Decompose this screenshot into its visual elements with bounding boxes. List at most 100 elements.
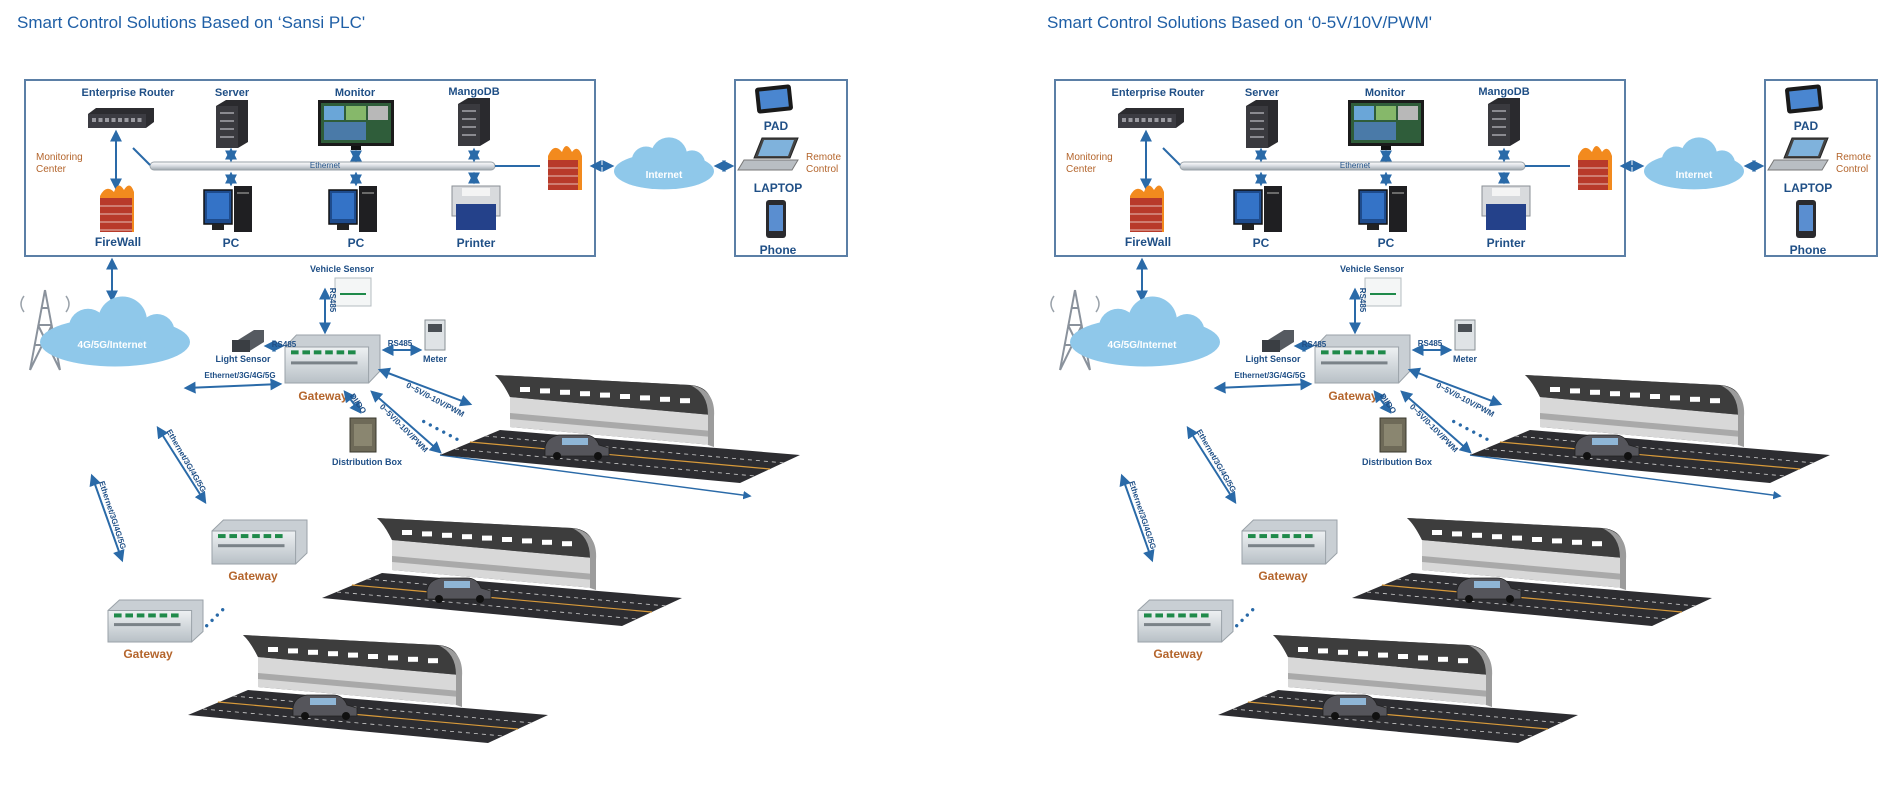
server-label: Server [215, 87, 250, 99]
laptop-icon [737, 137, 799, 171]
monitoring-center-label-1: Monitoring [36, 152, 83, 163]
ethernet-diag-label-1: Ethernet/3G/4G/5G [1194, 428, 1237, 494]
car-icon [292, 694, 358, 720]
firewall-label: FireWall [95, 235, 141, 249]
tunnel-2 [1352, 518, 1712, 626]
ellipsis-dots: • • • • • • [419, 414, 463, 446]
panel-sansi-plc: Smart Control Solutions Based on ‘Sansi … [0, 0, 940, 800]
light-sensor-label: Light Sensor [215, 354, 270, 364]
pc1-label: PC [223, 236, 240, 250]
pad-label: PAD [1794, 119, 1819, 133]
monitoring-center-label-1: Monitoring [1066, 152, 1113, 163]
dido-label: DI/DO [348, 392, 368, 415]
ellipsis-dots: • • • • • • [1449, 414, 1493, 446]
rs485-light-label: RS485 [272, 340, 297, 349]
analog-arrow-2 [1400, 390, 1472, 454]
road-link-line [439, 454, 752, 500]
gateway-3-icon [1137, 599, 1234, 643]
internet-label: Internet [646, 170, 683, 181]
tunnel-1 [440, 375, 800, 483]
pc2-label: PC [1378, 236, 1395, 250]
network-cloud [1070, 296, 1220, 367]
tablet-icon [1785, 84, 1823, 114]
rs485-meter-label: RS485 [1418, 339, 1443, 348]
light-sensor-icon [232, 330, 264, 352]
pad-label: PAD [764, 119, 789, 133]
pc1-icon [1233, 186, 1282, 232]
firewall-icon [1578, 146, 1612, 190]
vehicle-sensor-icon [1364, 277, 1402, 307]
ethernet-diag-label-2: Ethernet/3G/4G/5G [97, 480, 128, 550]
car-icon [1574, 434, 1640, 460]
gateway-main-label: Gateway [298, 389, 348, 403]
vehicle-sensor-icon [334, 277, 372, 307]
remote-control-label-1: Remote [806, 152, 841, 163]
router-to-bus-line [132, 147, 151, 166]
internet-cloud [614, 137, 714, 190]
mangodb-label: MangoDB [1478, 86, 1529, 98]
gateway-2-icon [211, 519, 308, 565]
internet-cloud [1644, 137, 1744, 190]
monitor-label: Monitor [1365, 87, 1406, 99]
gateway-3-label: Gateway [1153, 647, 1203, 661]
ethernet-diag-label-1: Ethernet/3G/4G/5G [164, 428, 207, 494]
monitor-icon [318, 100, 394, 150]
phone-icon [1796, 200, 1816, 238]
ethernet-diag-arrow-1 [1186, 425, 1237, 505]
ethernet-label: Ethernet [310, 161, 341, 170]
gateway-main-icon [1314, 334, 1411, 384]
pc1-icon [203, 186, 252, 232]
distribution-box-icon [1379, 417, 1407, 453]
network-label: 4G/5G/Internet [1108, 340, 1178, 351]
distribution-box-icon [349, 417, 377, 453]
pc2-icon [328, 186, 377, 232]
analog-arrow-1 [1407, 367, 1503, 407]
server-icon [1246, 100, 1278, 148]
ethernet-diag-arrow-2 [1119, 473, 1155, 563]
firewall-icon [100, 185, 134, 232]
gateway-main-icon [284, 334, 381, 384]
pc1-label: PC [1253, 236, 1270, 250]
gateway-2-icon [1241, 519, 1338, 565]
ethernet-label: Ethernet [1340, 161, 1371, 170]
car-icon [1322, 694, 1388, 720]
gateway-main-label: Gateway [1328, 389, 1378, 403]
laptop-icon [1767, 137, 1829, 171]
tunnel-3 [188, 635, 548, 743]
laptop-label: LAPTOP [1784, 181, 1832, 195]
monitor-icon [1348, 100, 1424, 150]
firewall-icon [548, 146, 582, 190]
pc2-label: PC [348, 236, 365, 250]
rs485-vertical-label: RS485 [1358, 288, 1367, 313]
dido-label: DI/DO [1378, 392, 1398, 415]
monitoring-center-label-2: Center [36, 164, 67, 175]
firewall-label: FireWall [1125, 235, 1171, 249]
printer-icon [1481, 185, 1531, 230]
monitoring-center-label-2: Center [1066, 164, 1097, 175]
mangodb-icon [458, 98, 490, 146]
distribution-box-label: Distribution Box [1362, 457, 1432, 467]
vehicle-sensor-label: Vehicle Sensor [1340, 264, 1405, 274]
dido-arrow [1373, 390, 1392, 414]
gateway-network-arrow [183, 378, 283, 394]
rs485-light-label: RS485 [1302, 340, 1327, 349]
gateway-3-icon [107, 599, 204, 643]
light-sensor-icon [1262, 330, 1294, 352]
gateway-2-label: Gateway [1258, 569, 1308, 583]
mangodb-label: MangoDB [448, 86, 499, 98]
tunnel-2 [322, 518, 682, 626]
gateway-3-label: Gateway [123, 647, 173, 661]
printer-icon [451, 185, 501, 230]
panel-analog-pwm: Smart Control Solutions Based on ‘0-5V/1… [1030, 0, 1900, 800]
internet-label: Internet [1676, 170, 1713, 181]
enterprise-router-label: Enterprise Router [1112, 87, 1206, 99]
router-icon [88, 108, 154, 128]
router-icon [1118, 108, 1184, 128]
tunnel-1 [1470, 375, 1830, 483]
car-icon [1456, 577, 1522, 603]
ellipsis-dots: • • • • [200, 603, 229, 632]
car-icon [426, 577, 492, 603]
meter-label: Meter [1453, 354, 1478, 364]
server-icon [216, 100, 248, 148]
